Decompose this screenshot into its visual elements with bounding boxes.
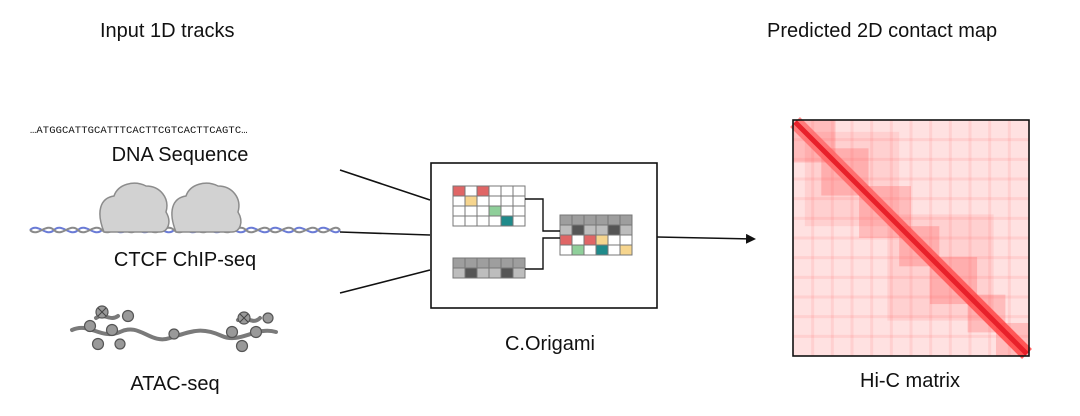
grid-cell (571, 224, 585, 236)
fused-grid (559, 214, 633, 256)
dna-sequence-label: DNA Sequence (111, 144, 249, 166)
grid-cell (559, 234, 573, 246)
grid-cell (464, 267, 478, 279)
grid-cell (500, 257, 514, 269)
grid-cell (512, 195, 526, 207)
grid-cell (464, 195, 478, 207)
grid-cell (583, 244, 597, 256)
input-tracks-heading: Input 1D tracks (100, 20, 235, 42)
output-map-heading: Predicted 2D contact map (767, 20, 998, 42)
grid-cell (500, 267, 514, 279)
grid-cell (476, 195, 490, 207)
hic-matrix-label: Hi-C matrix (860, 370, 960, 392)
grid-cell (559, 224, 573, 236)
grid-cell (607, 214, 621, 226)
atac-seq-label: ATAC-seq (130, 373, 220, 395)
grid-cell (452, 195, 466, 207)
grid-cell (476, 185, 490, 197)
grid-cell (559, 214, 573, 226)
grid-cell (512, 185, 526, 197)
grid-cell (452, 205, 466, 217)
grid-cell (488, 185, 502, 197)
grid-cell (619, 234, 633, 246)
grid-cell (476, 205, 490, 217)
grid-cell (464, 215, 478, 227)
grid-cell (583, 234, 597, 246)
grid-cell (595, 234, 609, 246)
grid-cell (512, 205, 526, 217)
grid-cell (595, 214, 609, 226)
c-origami-label: C.Origami (504, 333, 595, 355)
grid-cell (488, 267, 502, 279)
grid-cell (452, 215, 466, 227)
model-internal-connectors (525, 198, 560, 270)
grid-cell (488, 215, 502, 227)
grid-cell (500, 205, 514, 217)
grid-cell (452, 185, 466, 197)
nucleosome-icon (83, 305, 274, 353)
grid-cell (607, 224, 621, 236)
grid-cell (595, 224, 609, 236)
grid-cell (571, 244, 585, 256)
ctcf-chip-seq-label: CTCF ChIP-seq (113, 249, 257, 271)
grid-cell (500, 215, 514, 227)
grid-cell (500, 195, 514, 207)
grid-cell (500, 185, 514, 197)
grid-cell (476, 257, 490, 269)
grid-cell (607, 244, 621, 256)
grid-cell (619, 214, 633, 226)
grid-cell (488, 205, 502, 217)
grid-cell (571, 214, 585, 226)
grid-cell (512, 267, 526, 279)
grid-cell (559, 244, 573, 256)
grid-cell (595, 244, 609, 256)
dna-sequence-text: …ATGGCATTGCATTTCACTTCGTCACTTCAGTC… (30, 125, 248, 137)
grid-cell (476, 267, 490, 279)
grid-cell (571, 234, 585, 246)
input-grid-sequence (452, 185, 526, 227)
input-connectors (339, 169, 431, 294)
grid-cell (464, 185, 478, 197)
ctcf-protein-icon (99, 182, 242, 233)
grid-cell (452, 267, 466, 279)
grid-cell (488, 257, 502, 269)
grid-cell (464, 205, 478, 217)
input-grid-features (452, 257, 526, 279)
hic-heatmap (790, 117, 1032, 359)
grid-cell (464, 257, 478, 269)
grid-cell (619, 224, 633, 236)
output-arrow (656, 233, 756, 244)
grid-cell (607, 234, 621, 246)
grid-cell (619, 244, 633, 256)
grid-cell (476, 215, 490, 227)
grid-cell (512, 257, 526, 269)
grid-cell (452, 257, 466, 269)
grid-cell (583, 224, 597, 236)
grid-cell (512, 215, 526, 227)
grid-cell (488, 195, 502, 207)
grid-cell (583, 214, 597, 226)
